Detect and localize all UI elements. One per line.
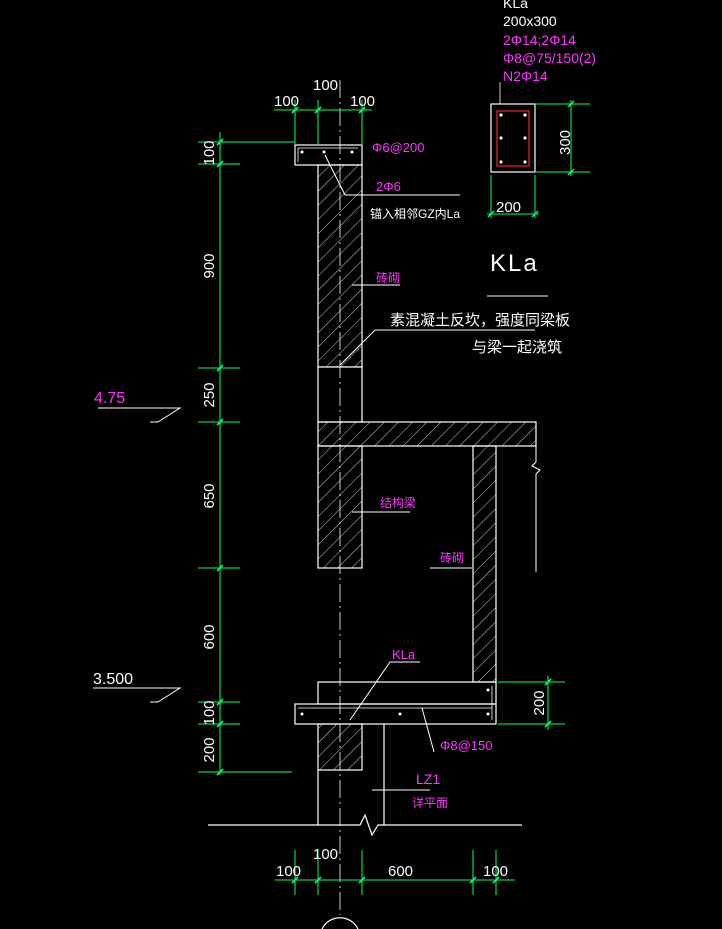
right-masonry-wall bbox=[472, 445, 497, 683]
dim-v-5: 100 bbox=[201, 700, 218, 725]
dim-right-0: 200 bbox=[531, 690, 548, 715]
beam-spec-side-bars: N2Φ14 bbox=[503, 68, 548, 84]
dim-top-0: 100 bbox=[274, 93, 299, 110]
dim-bottom-2: 600 bbox=[388, 863, 413, 880]
dim-v-2: 250 bbox=[201, 382, 218, 407]
top-rebar-note: Φ6@200 bbox=[372, 140, 425, 155]
dim-v-3: 650 bbox=[201, 483, 218, 508]
beam-spec-stirrup: Φ8@75/150(2) bbox=[503, 50, 596, 66]
dim-v-4: 600 bbox=[201, 624, 218, 649]
beam-section-outline bbox=[490, 103, 536, 173]
dim-bottom-0: 100 bbox=[276, 863, 301, 880]
dim-top-2: 100 bbox=[350, 93, 375, 110]
dim-bottom-3: 100 bbox=[483, 863, 508, 880]
column-note: 详平面 bbox=[412, 795, 448, 810]
dim-top-1: 100 bbox=[313, 77, 338, 94]
beam-section-detail bbox=[487, 82, 590, 218]
section-label: KLa bbox=[490, 250, 539, 277]
floor-slab bbox=[317, 421, 537, 447]
dimension-ticks bbox=[216, 106, 552, 884]
beam-label-note: KLa bbox=[392, 647, 416, 662]
top-rebar-count-note: 2Φ6 bbox=[376, 179, 401, 194]
leader-lines bbox=[93, 154, 548, 791]
column-label: LZ1 bbox=[416, 771, 440, 787]
dim-bottom-1: 100 bbox=[313, 846, 338, 863]
lower-beam bbox=[294, 703, 497, 725]
wall-section bbox=[208, 80, 541, 929]
anchor-note: 锚入相邻GZ内La bbox=[370, 206, 460, 221]
dim-v-1: 900 bbox=[201, 253, 218, 278]
beam-spec-name: KLa bbox=[503, 0, 528, 11]
beam-height-dim: 300 bbox=[557, 130, 574, 155]
beam-width-dim: 200 bbox=[496, 199, 521, 216]
beam-spec-main-reinf: 2Φ14;2Φ14 bbox=[503, 32, 576, 48]
dim-v-6: 200 bbox=[201, 737, 218, 762]
beam-stirrup bbox=[496, 110, 530, 167]
curb-note-line2: 与梁一起浇筑 bbox=[472, 339, 562, 356]
beam-spec-size: 200x300 bbox=[503, 13, 557, 29]
structural-beam-note: 结构梁 bbox=[380, 495, 416, 510]
elevation-upper: 4.75 bbox=[94, 390, 125, 407]
top-coping bbox=[294, 144, 363, 166]
curb-note-line1: 素混凝土反坎，强度同梁板 bbox=[390, 311, 570, 329]
elevation-lower: 3.500 bbox=[93, 671, 133, 688]
bottom-rebar-note: Φ8@150 bbox=[440, 738, 493, 753]
masonry-upper-note: 砖砌 bbox=[376, 270, 400, 285]
masonry-lower-note: 砖砌 bbox=[440, 550, 464, 565]
dim-v-0: 100 bbox=[201, 140, 218, 165]
